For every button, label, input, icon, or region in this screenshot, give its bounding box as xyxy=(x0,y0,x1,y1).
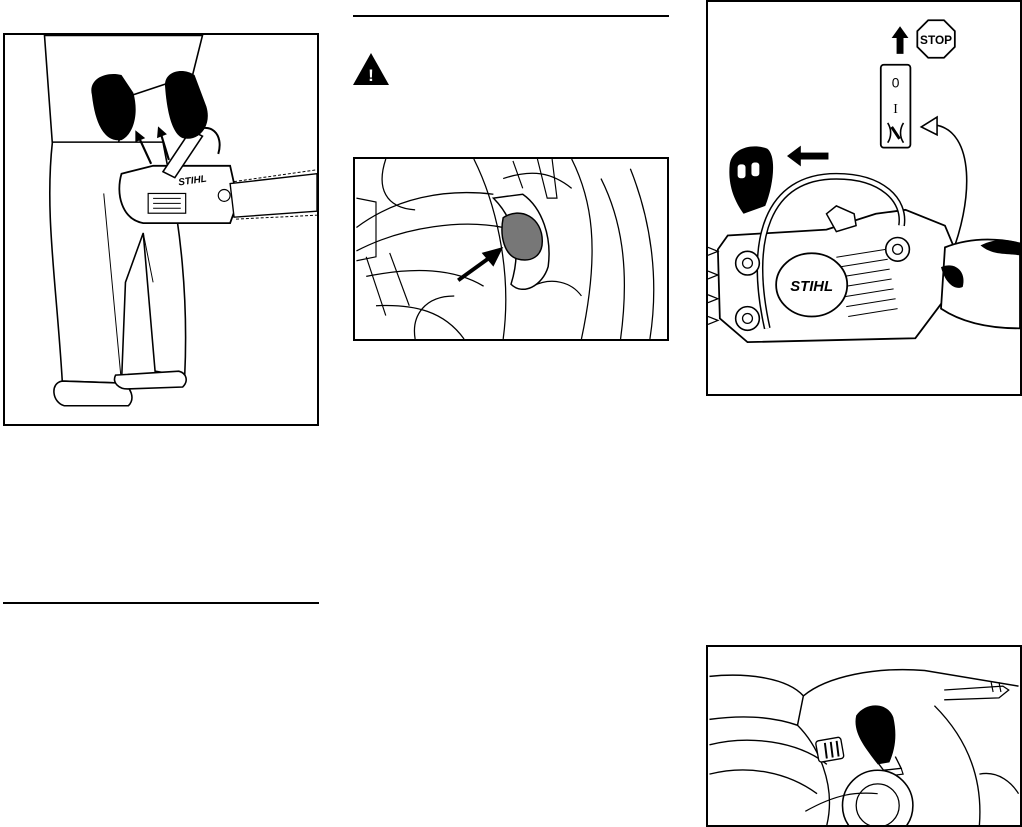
warning-triangle-icon: ! xyxy=(352,52,390,86)
lever-detail-illustration xyxy=(708,647,1020,825)
section-divider-middle xyxy=(353,15,669,17)
operator-illustration: STIHL xyxy=(5,35,317,424)
stop-sign-label: STOP xyxy=(920,33,952,47)
warning-exclamation: ! xyxy=(368,66,374,85)
inspection-window-illustration xyxy=(355,159,667,339)
section-divider-left xyxy=(3,602,319,604)
arrow-left-icon xyxy=(787,146,828,167)
figure-oil-inspection-window xyxy=(353,157,669,341)
lever-close-up xyxy=(855,705,895,764)
figure-master-control-lever: STOP 0 I xyxy=(706,0,1022,396)
arrow-up-icon xyxy=(892,26,909,54)
master-control-lever xyxy=(729,146,773,213)
stop-sign-icon: STOP xyxy=(917,20,955,58)
position-stop-symbol: 0 xyxy=(892,74,900,90)
figure-lever-detail xyxy=(706,645,1022,827)
control-lever-illustration: STOP 0 I xyxy=(708,2,1020,394)
figure-operator-holding-saw: STIHL xyxy=(3,33,319,426)
saw-brand-logo-large: STIHL xyxy=(790,279,833,295)
position-run-symbol: I xyxy=(893,101,898,116)
